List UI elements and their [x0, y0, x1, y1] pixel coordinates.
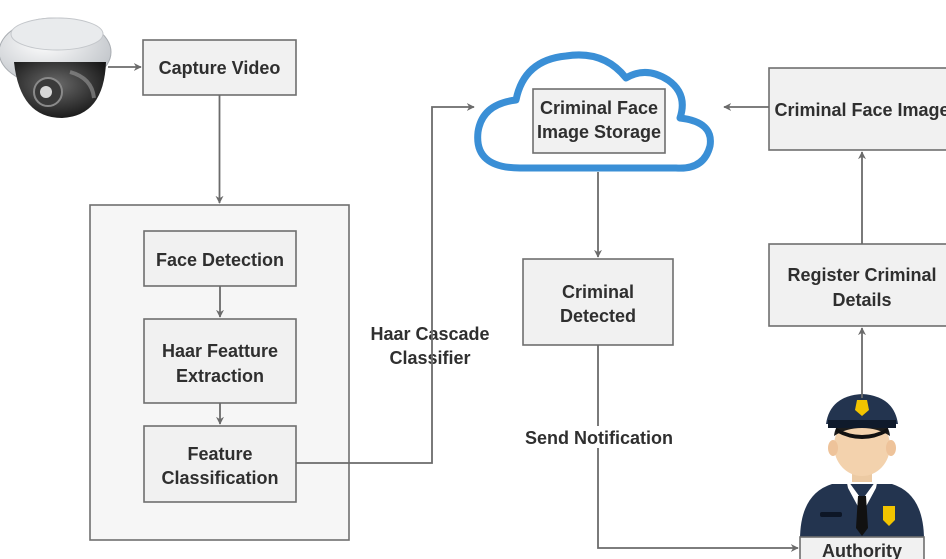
edge-detected-to-authority	[597, 345, 798, 548]
criminal-detected-line1: Criminal	[562, 282, 634, 302]
register-criminal-details-node: Register Criminal Details	[768, 243, 946, 327]
face-detection-node: Face Detection	[143, 230, 297, 287]
feature-classification-node: Feature Classification	[143, 425, 297, 503]
face-detection-label: Face Detection	[156, 250, 284, 270]
register-criminal-line2: Details	[832, 290, 891, 310]
storage-line1: Criminal Face	[540, 98, 658, 118]
criminal-face-image-node: Criminal Face Image	[768, 67, 946, 151]
haar-cascade-label-line2: Classifier	[389, 348, 470, 368]
haar-feature-extraction-node: Haar Featture Extraction	[143, 318, 297, 404]
capture-video-label: Capture Video	[159, 58, 281, 78]
criminal-detected-line2: Detected	[560, 306, 636, 326]
storage-line2: Image Storage	[537, 122, 661, 142]
send-notification-label-group: Send Notification	[525, 426, 673, 448]
haar-feature-extraction-line1: Haar Featture	[162, 341, 278, 361]
police-officer-icon	[800, 394, 924, 540]
send-notification-label: Send Notification	[525, 428, 673, 448]
capture-video-node: Capture Video	[142, 39, 297, 96]
authority-label: Authority	[822, 541, 902, 559]
edge-classification-to-storage	[296, 103, 475, 464]
criminal-detected-node: Criminal Detected	[522, 258, 674, 346]
authority-node: Authority	[799, 536, 925, 559]
register-criminal-line1: Register Criminal	[787, 265, 936, 285]
criminal-face-image-storage-node: Criminal Face Image Storage	[532, 88, 666, 154]
edges	[108, 63, 866, 548]
security-camera-icon	[0, 17, 112, 118]
feature-classification-line2: Classification	[161, 468, 278, 488]
haar-feature-extraction-line2: Extraction	[176, 366, 264, 386]
feature-classification-line1: Feature	[187, 444, 252, 464]
criminal-face-image-label: Criminal Face Image	[774, 100, 946, 120]
haar-cascade-label-line1: Haar Cascade	[370, 324, 489, 344]
